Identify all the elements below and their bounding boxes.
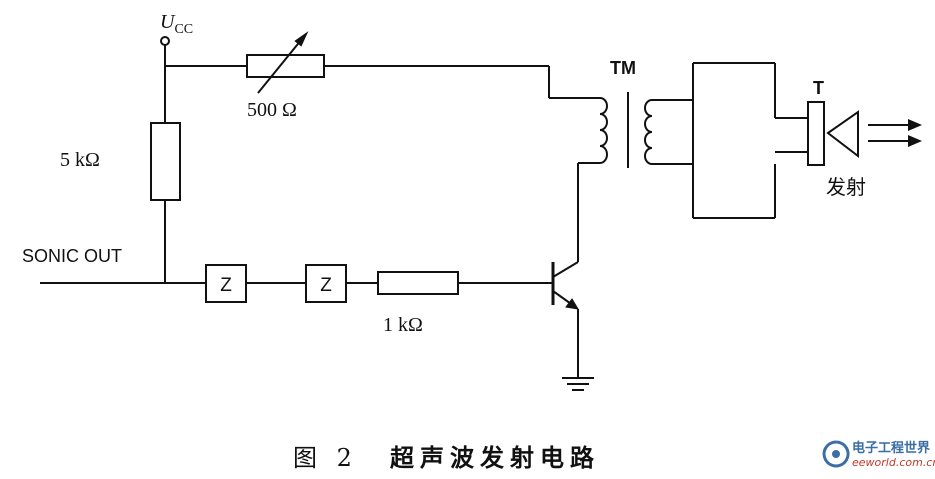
emit-arrows-icon bbox=[868, 119, 922, 147]
npn-transistor bbox=[551, 190, 579, 378]
ultrasonic-transducer bbox=[807, 101, 859, 166]
r-1k-label: 1 kΩ bbox=[383, 314, 423, 336]
ucc-subscript: CC bbox=[174, 22, 193, 37]
resistor-1k bbox=[377, 271, 459, 295]
variable-resistor-500 bbox=[246, 31, 325, 94]
r-var-label: 500 Ω bbox=[247, 99, 297, 121]
watermark-url: eeworld.com.cn bbox=[852, 456, 935, 469]
figure-number: 图 2 bbox=[293, 444, 358, 472]
emit-label: 发射 bbox=[826, 176, 866, 199]
z2-label: Z bbox=[320, 275, 332, 296]
ucc-main-label: U bbox=[160, 11, 176, 33]
r-5k-label: 5 kΩ bbox=[60, 149, 100, 171]
transformer-primary-coil bbox=[599, 97, 608, 164]
z-block-1 bbox=[205, 264, 247, 303]
watermark-name: 电子工程世界 bbox=[852, 440, 930, 456]
transducer-label: T bbox=[813, 78, 824, 98]
eeworld-logo bbox=[822, 440, 850, 468]
transformer-label: TM bbox=[610, 58, 636, 78]
transformer-secondary-coil bbox=[644, 99, 653, 165]
z-block-2 bbox=[305, 264, 347, 303]
resistor-5k bbox=[150, 122, 181, 201]
ucc-label: UCC bbox=[160, 11, 193, 37]
ground-symbol bbox=[562, 377, 594, 391]
z1-label: Z bbox=[220, 275, 232, 296]
sonic-out-label: SONIC OUT bbox=[22, 246, 122, 266]
ucc-terminal bbox=[160, 36, 170, 46]
figure-caption: 超声波发射电路 bbox=[390, 443, 600, 472]
